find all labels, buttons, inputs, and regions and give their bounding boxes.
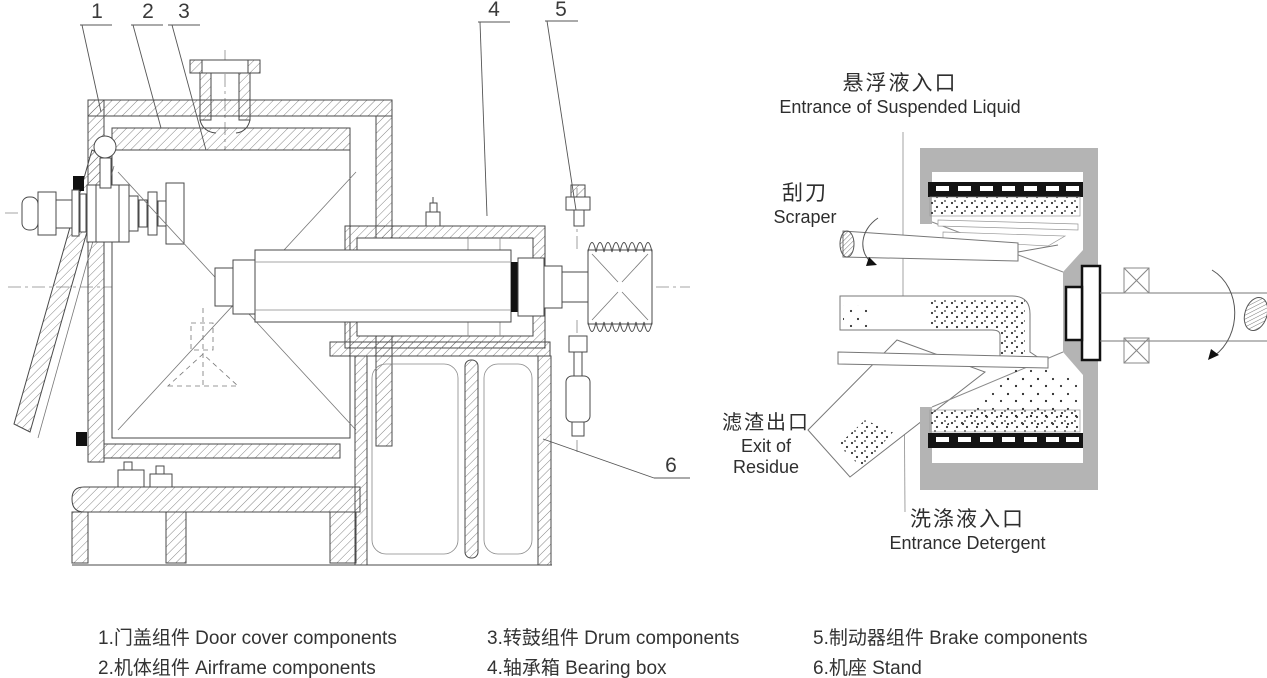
grease-fitting — [425, 211, 441, 227]
label-scraper: 刮刀 Scraper — [745, 182, 865, 228]
drive-shaft — [1064, 264, 1267, 364]
falling-solids — [1000, 360, 1072, 424]
shaft-seal-left — [511, 262, 518, 312]
handle-knob — [93, 135, 117, 159]
feed-pipe — [839, 295, 1072, 424]
belt-pulley — [587, 242, 653, 332]
legend-item-3: 3.转鼓组件 Drum components — [487, 628, 740, 649]
flow-schematic — [807, 132, 1267, 513]
label-suspension-en: Entrance of Suspended Liquid — [779, 96, 1021, 117]
callout-leaders — [80, 20, 690, 479]
label-suspension-cn: 悬浮液入口 — [842, 72, 958, 95]
bearing-symbol — [1123, 267, 1150, 364]
cake-layer — [937, 219, 1079, 231]
label-residue-cn: 滤渣出口 — [722, 412, 810, 434]
rotation-arrow-right — [1211, 269, 1236, 357]
brake-assembly — [565, 184, 591, 227]
label-detergent-inlet: 洗涤液入口 Entrance Detergent — [845, 508, 1090, 554]
label-scraper-cn: 刮刀 — [782, 182, 828, 205]
callout-4: 4 — [488, 0, 500, 21]
drum-shell — [920, 148, 1098, 490]
callout-5: 5 — [555, 0, 567, 21]
stand-base — [71, 461, 552, 566]
label-detergent-en: Entrance Detergent — [889, 532, 1046, 553]
shaft-end — [1243, 296, 1267, 332]
bearing-pedestal — [329, 341, 552, 566]
oil-cup-assembly — [565, 335, 591, 437]
label-detergent-cn: 洗涤液入口 — [910, 508, 1025, 531]
callout-3: 3 — [178, 0, 190, 23]
technical-drawing-svg: 1 2 3 4 5 6 — [5, 0, 1267, 566]
legend-item-6: 6.机座 Stand — [813, 658, 922, 678]
legend-item-1: 1.门盖组件 Door cover components — [98, 628, 397, 649]
top-inlet-pipe — [189, 59, 261, 134]
scraper-tube-end — [839, 230, 855, 258]
legend-item-5: 5.制动器组件 Brake components — [813, 628, 1088, 649]
wash-pipe — [837, 351, 1049, 369]
sectional-view: 1 2 3 4 5 6 — [5, 0, 690, 566]
label-residue-en2: Residue — [732, 456, 800, 477]
label-residue-en1: Exit of — [740, 435, 792, 456]
main-shaft — [214, 249, 639, 323]
callout-1: 1 — [91, 0, 103, 23]
callout-6: 6 — [665, 454, 677, 477]
callout-2: 2 — [142, 0, 154, 23]
top-screen — [928, 172, 1083, 247]
legend-item-4: 4.轴承箱 Bearing box — [487, 658, 667, 678]
label-scraper-en: Scraper — [773, 206, 837, 227]
scraper-tube — [839, 217, 1059, 266]
scraper-blade — [942, 231, 1067, 247]
label-residue-exit: 滤渣出口 Exit of Residue — [710, 412, 822, 478]
label-suspension-inlet: 悬浮液入口 Entrance of Suspended Liquid — [735, 72, 1065, 118]
legend-item-2: 2.机体组件 Airframe components — [98, 658, 376, 678]
